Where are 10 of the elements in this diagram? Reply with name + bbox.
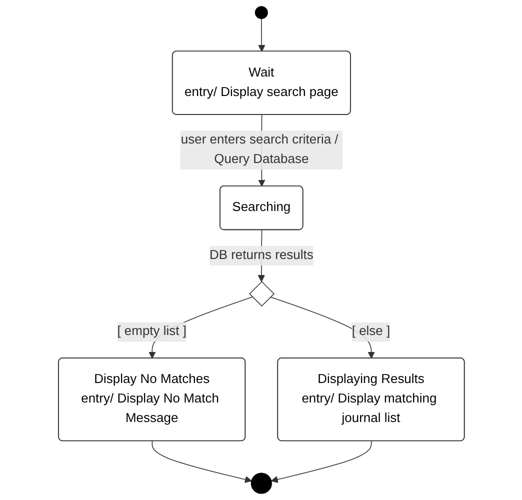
arrow	[270, 440, 372, 483]
node-diamond	[248, 281, 274, 307]
edge-label: [ empty list ]	[116, 324, 186, 338]
edge-label: DB returns results	[209, 248, 313, 262]
arrow	[151, 440, 252, 483]
arrow	[258, 18, 265, 52]
node-circle	[254, 6, 268, 20]
edge-label: [ else ]	[351, 324, 390, 338]
node-circle	[250, 472, 272, 494]
edge-label: user enters search criteria / Query Database	[180, 133, 338, 166]
